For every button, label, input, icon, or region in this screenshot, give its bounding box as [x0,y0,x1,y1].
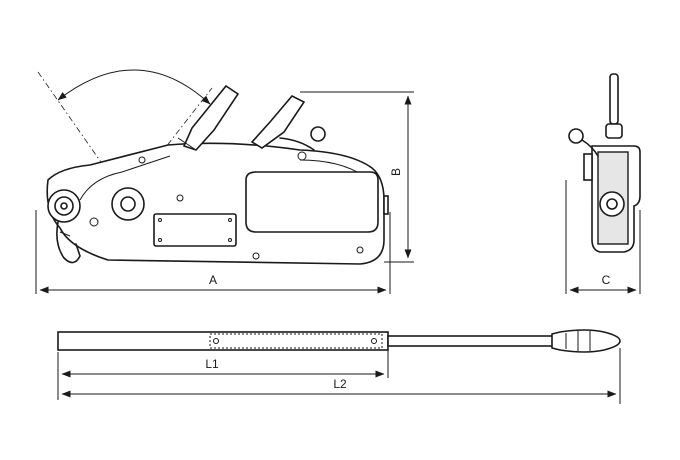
front-side-knob [568,128,584,144]
front-side-plate [583,153,593,181]
front-drum-inner [606,198,618,210]
handle-grip [551,329,621,353]
reverse-lever-knob [310,126,326,142]
bolt [138,156,146,164]
anchor-hook [56,221,81,264]
forward-lever [182,84,240,151]
bolt [252,252,260,260]
cable-slot-panel [245,171,379,233]
bolt [176,194,184,202]
rear-cable-guide [383,195,389,215]
nameplate-rivet [158,238,162,242]
anchor-ring-pin [60,202,68,210]
reverse-lever [250,95,306,149]
dim-b-label: B [389,168,403,176]
handle-inner-tube-overlap [209,333,383,349]
front-side-link [581,139,599,157]
dim-l2-label: L2 [333,377,347,391]
swing-angle-arc [57,69,211,105]
bolt [89,217,99,227]
swing-centerline-left [37,71,127,199]
handle-lock-pin [371,338,377,344]
bolt [297,151,307,161]
nameplate-rivet [228,218,232,222]
handle-lock-pin [213,338,219,344]
handle-grip-ridges [565,331,591,351]
dim-a-label: A [209,273,217,287]
bolt [356,246,364,254]
handle-outer-tube [57,331,389,351]
nameplate-rivet [158,218,162,222]
front-lever-collar [605,123,623,139]
nameplate-rivet [228,238,232,242]
drum-inner [120,196,136,212]
front-view: C [565,73,641,294]
nameplate [153,213,237,247]
dim-l1-label: L1 [205,357,219,371]
dim-c-label: C [602,273,611,287]
forward-lever-joint [177,137,197,151]
front-lever-rod [609,73,619,125]
side-view: A B [35,69,414,294]
telescopic-handle-view: L1 L2 [57,329,621,404]
reverse-lever-link [279,137,315,151]
handle-inner-rod [387,335,555,347]
body-inner-contour [79,155,171,201]
hook-latch [59,231,71,237]
